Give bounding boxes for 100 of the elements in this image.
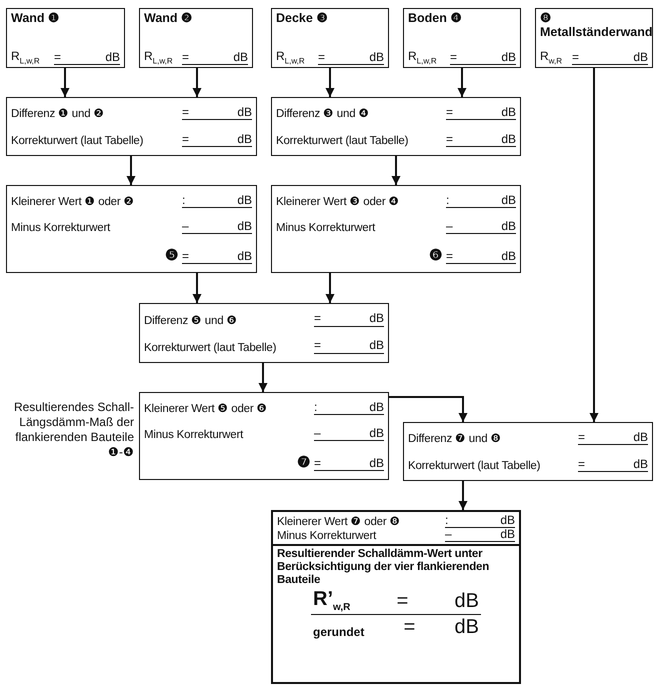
arrow	[326, 273, 334, 303]
unit-label: dB	[633, 431, 648, 444]
operator-sign: =	[578, 431, 586, 444]
arrow	[590, 68, 598, 422]
operator-sign: =	[54, 50, 62, 64]
field-label: Kleinerer Wert ❶ oder ❷	[11, 195, 134, 208]
unit-label: dB	[500, 514, 515, 528]
unit-label: dB	[237, 132, 252, 146]
field-label: Minus Korrekturwert	[277, 530, 376, 542]
operator-sign: =	[182, 250, 190, 264]
field-label: Differenz ❸ und ❹	[276, 107, 370, 120]
unit-label: dB	[501, 106, 516, 120]
field-label: gerundet	[313, 625, 364, 640]
unit-label: dB	[501, 50, 516, 64]
operator-sign: =	[578, 458, 586, 471]
box-heading: Decke ❸	[276, 11, 330, 25]
operator-sign: :	[446, 194, 450, 208]
form-box	[139, 392, 389, 480]
unit-label: dB	[105, 50, 120, 64]
operator-sign: =	[314, 456, 322, 470]
operator-sign: =	[314, 339, 322, 353]
operator-sign: =	[314, 312, 322, 326]
operator-sign: –	[182, 220, 189, 234]
field-label: Kleinerer Wert ❼ oder ❽	[277, 515, 400, 528]
arrow	[389, 396, 468, 422]
unit-label: dB	[237, 220, 252, 234]
box-number: ❽	[540, 11, 553, 25]
field-label: Differenz ❺ und ❻	[144, 314, 238, 327]
unit-label: dB	[633, 458, 648, 471]
result-heading: Resultierender Schalldämm-Wert unter Berücksichtigung der vier flankierenden Bauteile	[277, 548, 490, 588]
unit-label: dB	[454, 590, 479, 614]
operator-sign: :	[182, 194, 186, 208]
box-heading: Boden ❹	[408, 11, 464, 25]
arrow	[458, 481, 468, 510]
arrow	[60, 68, 70, 97]
arrow	[126, 156, 136, 185]
unit-label: dB	[501, 250, 516, 264]
form-box	[139, 8, 253, 68]
unit-label: dB	[501, 220, 516, 234]
field-label: Korrekturwert (laut Tabelle)	[144, 342, 276, 354]
unit-label: dB	[369, 456, 384, 470]
operator-sign: :	[445, 514, 448, 528]
form-box	[271, 97, 521, 156]
operator-sign: =	[446, 250, 454, 264]
form-box	[271, 8, 389, 68]
unit-label: dB	[237, 194, 252, 208]
side-caption: Resultierendes Schall-Längsdämm-Maß der flankierenden Bauteile ❶-❹	[12, 400, 134, 460]
arrow	[192, 273, 202, 303]
symbol-label: R$_{L,w,R}$	[408, 48, 437, 65]
unit-label: dB	[237, 250, 252, 264]
field-label: Minus Korrekturwert	[276, 222, 376, 234]
unit-label: dB	[501, 194, 516, 208]
field-label: Differenz ❶ und ❷	[11, 107, 104, 120]
unit-label: dB	[233, 50, 248, 64]
field-label: Kleinerer Wert ❺ oder ❻	[144, 402, 268, 416]
form-box	[271, 185, 521, 273]
form-box	[535, 8, 653, 68]
unit-label: dB	[369, 312, 384, 326]
unit-label: dB	[369, 427, 384, 440]
unit-label: dB	[501, 132, 516, 146]
symbol-label: R$_{L,w,R}$	[144, 48, 173, 65]
operator-sign: =	[450, 50, 458, 64]
unit-label: dB	[500, 528, 515, 542]
field-label: Korrekturwert (laut Tabelle)	[11, 134, 144, 147]
unit-label: dB	[237, 106, 252, 120]
field-label: Minus Korrekturwert	[11, 222, 110, 234]
form-box	[6, 97, 257, 156]
operator-sign: :	[314, 400, 318, 414]
arrow	[392, 156, 400, 185]
unit-label: dB	[369, 400, 384, 414]
symbol-label: R$_{L,w,R}$	[276, 48, 305, 65]
field-label: Korrekturwert (laut Tabelle)	[408, 460, 540, 472]
unit-label: dB	[633, 50, 648, 64]
field-label: Kleinerer Wert ❸ oder ❹	[276, 195, 400, 208]
form-box	[403, 8, 521, 68]
operator-sign: =	[446, 106, 454, 120]
field-label: Differenz ❼ und ❽	[408, 432, 502, 446]
operator-sign: –	[446, 220, 453, 234]
form-box	[271, 510, 521, 684]
arrow	[192, 68, 202, 97]
arrow	[258, 363, 268, 392]
step-number: ❺	[165, 246, 178, 264]
form-box	[6, 8, 125, 68]
arrow	[326, 68, 334, 97]
operator-sign: –	[445, 528, 452, 542]
step-number: ❼	[297, 453, 310, 472]
operator-sign: =	[182, 106, 190, 120]
form-box	[403, 422, 653, 481]
box-heading: Wand ❶	[11, 11, 62, 25]
step-number: ❻	[429, 246, 442, 264]
operator-sign: –	[314, 427, 321, 440]
operator-sign: =	[404, 616, 416, 640]
symbol-label: R’$_{w,R}$	[313, 588, 350, 614]
symbol-label: R$_{L,w,R}$	[11, 48, 40, 65]
operator-sign: =	[572, 50, 580, 64]
form-box	[139, 303, 389, 363]
operator-sign: =	[182, 50, 190, 64]
operator-sign: =	[182, 132, 190, 146]
box-heading: Wand ❷	[144, 11, 194, 25]
unit-label: dB	[454, 616, 479, 640]
